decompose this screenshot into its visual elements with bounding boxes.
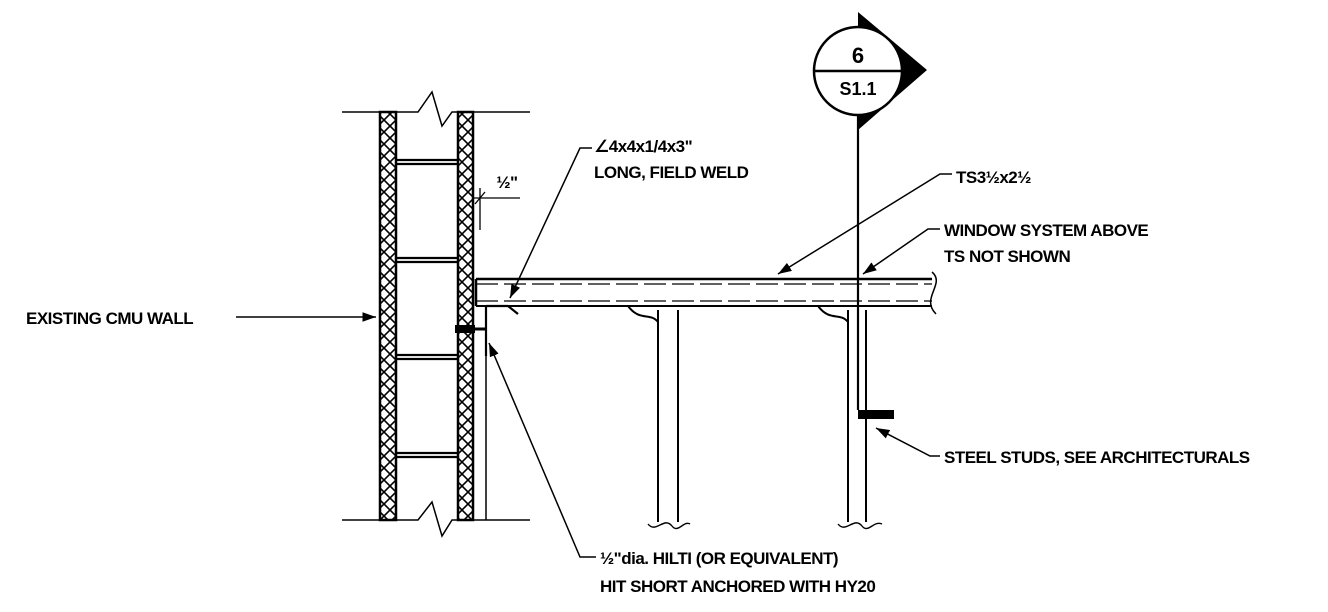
wall-right-face: [456, 110, 475, 522]
break-line-bottom: [342, 500, 530, 538]
steel-angle: [484, 304, 519, 356]
steel-stud-left: [627, 305, 691, 530]
mortar-joints: [396, 158, 458, 459]
label-angle-line2: LONG, FIELD WELD: [594, 163, 749, 182]
wall-left-face: [378, 110, 398, 522]
leaders: [236, 147, 952, 558]
anchor-bolt: [455, 325, 486, 333]
label-tube-steel: TS3½x2½: [956, 168, 1031, 187]
leader-window: [862, 228, 940, 275]
section-number: 6: [852, 43, 864, 68]
break-line-top: [342, 90, 530, 128]
leader-tube: [777, 173, 952, 275]
section-sheet: S1.1: [839, 79, 876, 99]
label-window-line1: WINDOW SYSTEM ABOVE: [944, 221, 1148, 240]
gap-dimension: [473, 188, 520, 230]
leader-anchor: [488, 342, 596, 558]
tube-steel: [474, 271, 938, 315]
leader-angle: [509, 147, 592, 299]
stud-track-plate: [858, 410, 894, 419]
label-anchor-line2: HIT SHORT ANCHORED WITH HY20: [600, 577, 875, 596]
tube-break: [929, 271, 938, 315]
label-window-line2: TS NOT SHOWN: [944, 247, 1070, 266]
label-anchor-line1: ½"dia. HILTI (OR EQUIVALENT): [600, 549, 838, 568]
label-angle-line1: ∠4x4x1/4x3": [594, 137, 692, 156]
gap-dimension-text: ½": [496, 173, 517, 192]
section-marker: 6 S1.1: [812, 12, 927, 410]
cmu-wall: [342, 90, 530, 538]
label-studs: STEEL STUDS, SEE ARCHITECTURALS: [944, 448, 1250, 467]
label-existing-wall: EXISTING CMU WALL: [26, 309, 193, 328]
leader-studs: [875, 427, 940, 457]
